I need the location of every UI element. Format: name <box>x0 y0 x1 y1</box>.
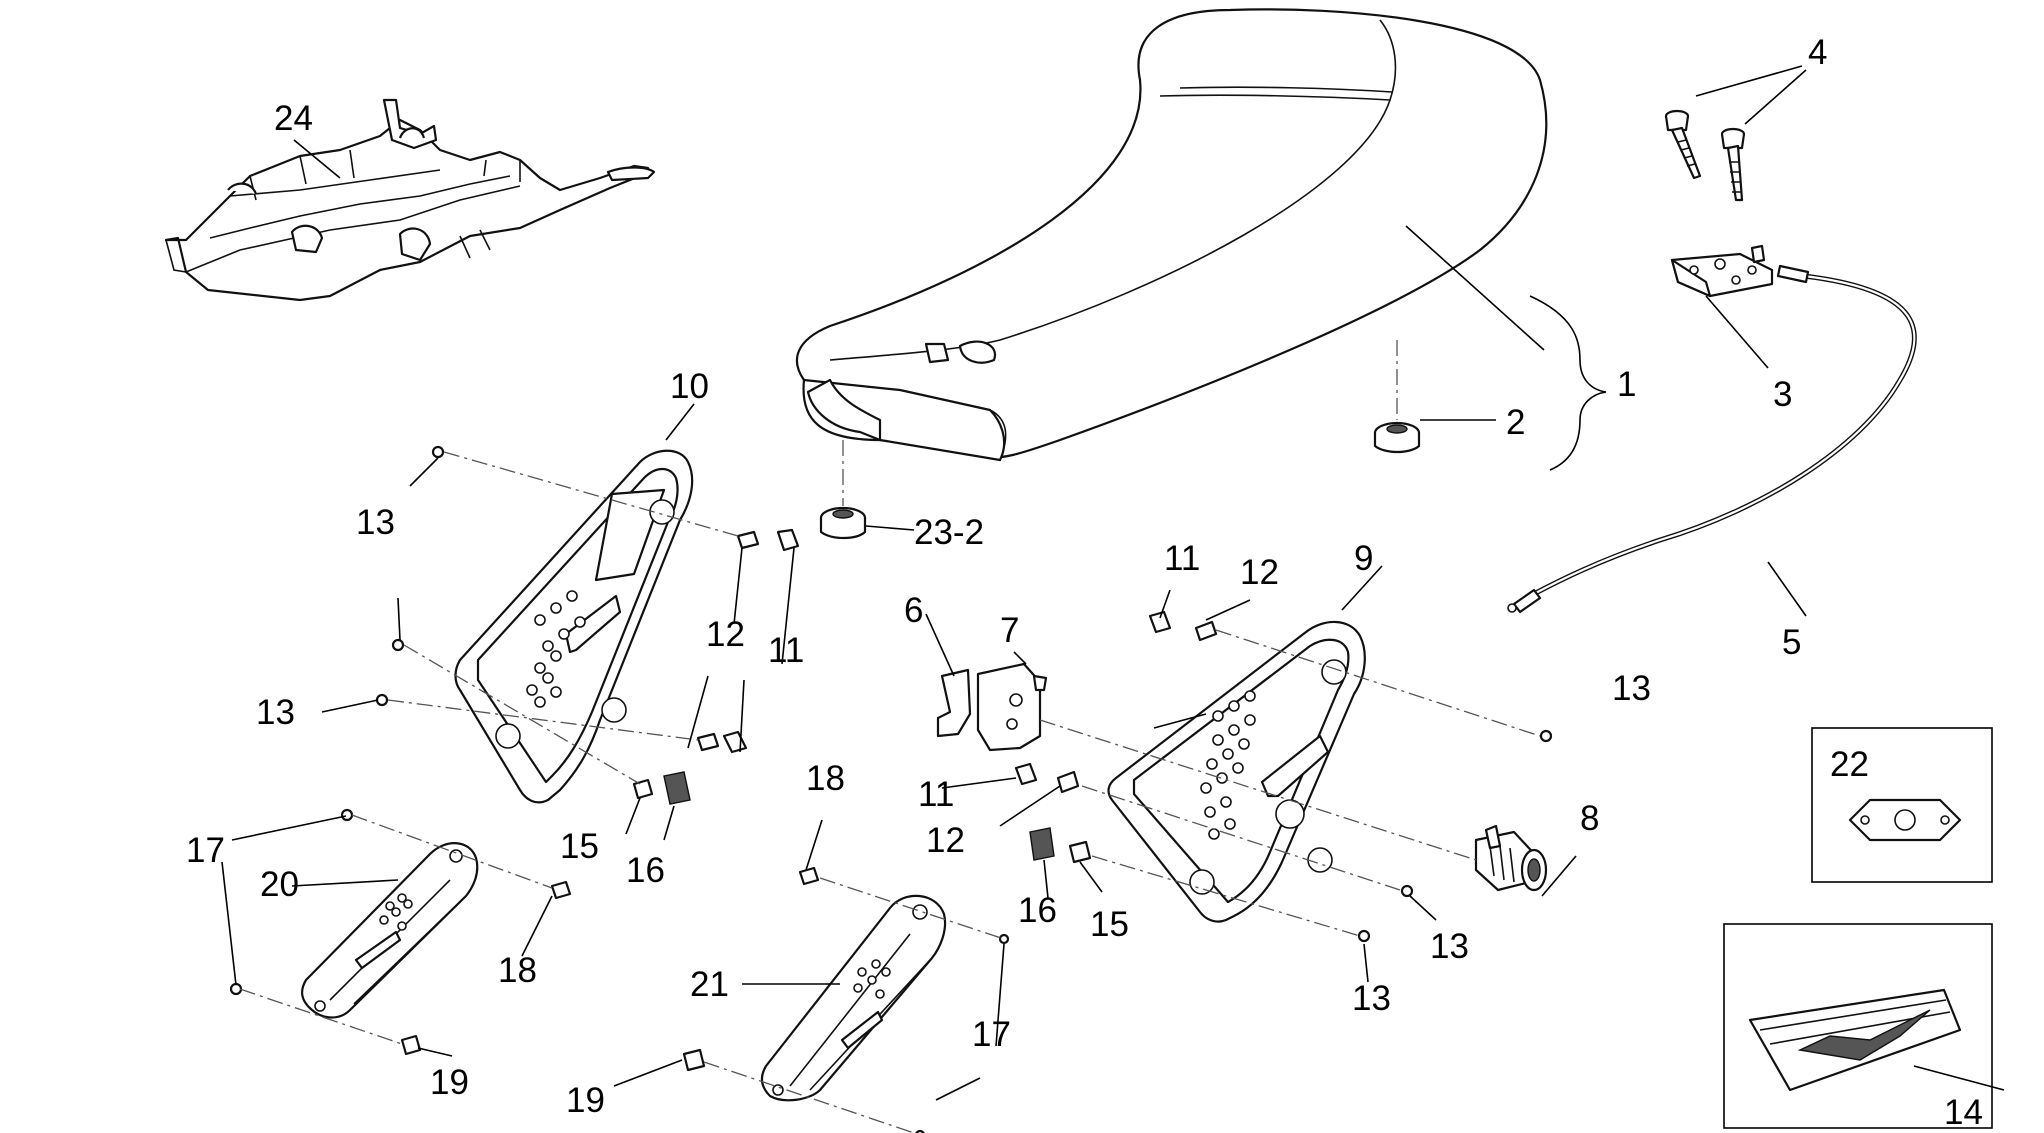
bracket-6 <box>936 668 972 738</box>
bracket-7 <box>976 662 1048 752</box>
callout-13d: 13 <box>1430 927 1469 966</box>
callout-19a: 19 <box>430 1063 469 1102</box>
callout-11b: 11 <box>768 631 804 670</box>
rubber-pad-23-2 <box>819 506 867 540</box>
manual-box-14 <box>1723 923 1993 1129</box>
cover-20 <box>300 842 479 1019</box>
callout-10: 10 <box>670 367 709 406</box>
screw-4b <box>1720 127 1746 202</box>
callout-15a: 15 <box>560 827 599 866</box>
callout-11c: 11 <box>918 775 954 814</box>
lock-plate-3 <box>1670 244 1774 298</box>
side-panel-10 <box>454 449 694 804</box>
callout-23-2: 23-2 <box>914 513 984 552</box>
callout-15b: 15 <box>1090 905 1129 944</box>
callout-11a: 11 <box>1164 539 1200 578</box>
fasteners <box>229 445 1553 1133</box>
callout-5: 5 <box>1782 623 1801 662</box>
screw-4a <box>1664 109 1702 180</box>
callout-19b: 19 <box>566 1081 605 1120</box>
callout-13e: 13 <box>1352 979 1391 1018</box>
callout-20: 20 <box>260 865 299 904</box>
callout-12c: 12 <box>926 821 965 860</box>
seat-frame-part <box>164 98 656 302</box>
callout-17a: 17 <box>186 831 225 870</box>
callout-1: 1 <box>1617 365 1636 404</box>
callout-13b: 13 <box>256 693 295 732</box>
assembly-axes <box>239 340 1541 1133</box>
callout-7: 7 <box>1000 611 1019 650</box>
callout-18a: 18 <box>498 951 537 990</box>
callout-16b: 16 <box>1018 891 1057 930</box>
callout-8: 8 <box>1580 799 1599 838</box>
callout-9: 9 <box>1354 539 1373 578</box>
callout-16a: 16 <box>626 851 665 890</box>
callout-labels: 1 2 3 4 5 6 7 8 9 10 11 11 11 12 12 12 1… <box>186 33 1983 1132</box>
rubber-pad-2 <box>1373 421 1421 454</box>
callout-14: 14 <box>1944 1093 1983 1132</box>
callout-4: 4 <box>1808 33 1827 72</box>
cover-21 <box>760 894 947 1102</box>
seat-part <box>795 8 1548 462</box>
callout-22: 22 <box>1830 745 1869 784</box>
callout-6: 6 <box>904 591 923 630</box>
leader-lines <box>221 65 2005 1101</box>
release-cable-5 <box>1507 264 1917 614</box>
gasket-box-22 <box>1811 727 1993 883</box>
callout-3: 3 <box>1773 375 1792 414</box>
callout-18b: 18 <box>806 759 845 798</box>
callout-12a: 12 <box>1240 553 1279 592</box>
side-panel-9 <box>1107 620 1366 923</box>
callout-24: 24 <box>274 99 313 138</box>
lock-cylinder-8 <box>1474 824 1548 892</box>
callout-13a: 13 <box>356 503 395 542</box>
callout-12b: 12 <box>706 615 745 654</box>
callout-17b: 17 <box>972 1015 1011 1054</box>
callout-13c: 13 <box>1612 669 1651 708</box>
callout-21: 21 <box>690 965 729 1004</box>
callout-2: 2 <box>1506 403 1525 442</box>
